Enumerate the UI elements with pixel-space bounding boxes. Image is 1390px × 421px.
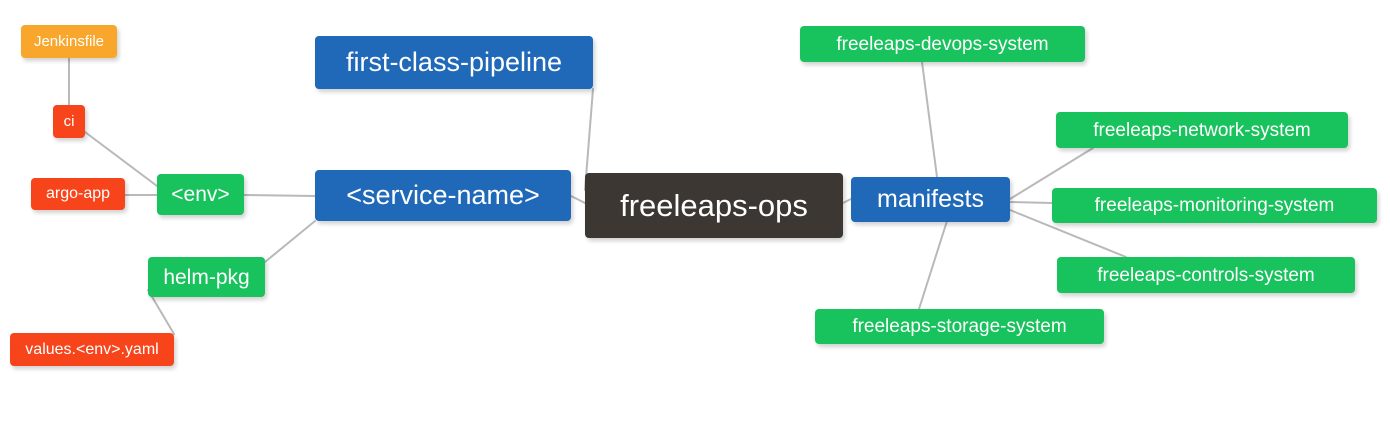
node-label-jenkinsfile: Jenkinsfile [33,33,105,50]
node-service-name[interactable]: <service-name> [315,170,571,221]
node-label-argo-app: argo-app [45,185,111,202]
node-label-helm-pkg: helm-pkg [163,265,250,289]
edge-freeleaps-ops-to-service-name [570,195,586,204]
edge-manifests-to-freeleaps-storage-system [918,220,948,310]
node-label-service-name: <service-name> [346,180,540,210]
node-label-env: <env> [171,183,230,206]
edge-manifests-to-freeleaps-devops-system [921,61,938,178]
edge-freeleaps-ops-to-manifests [842,198,852,204]
node-label-freeleaps-controls-system: freeleaps-controls-system [1097,264,1315,286]
node-freeleaps-controls-system[interactable]: freeleaps-controls-system [1057,257,1355,293]
node-freeleaps-storage-system[interactable]: freeleaps-storage-system [815,309,1104,344]
node-label-first-class-pipeline: first-class-pipeline [345,47,563,77]
node-freeleaps-ops[interactable]: freeleaps-ops [585,173,843,238]
node-freeleaps-monitoring-system[interactable]: freeleaps-monitoring-system [1052,188,1377,223]
node-helm-pkg[interactable]: helm-pkg [148,257,265,297]
node-freeleaps-devops-system[interactable]: freeleaps-devops-system [800,26,1085,62]
node-freeleaps-network-system[interactable]: freeleaps-network-system [1056,112,1348,148]
node-label-freeleaps-network-system: freeleaps-network-system [1093,119,1311,141]
edge-manifests-to-freeleaps-monitoring-system [1009,201,1053,204]
node-label-ci: ci [63,113,75,130]
node-first-class-pipeline[interactable]: first-class-pipeline [315,36,593,89]
node-manifests[interactable]: manifests [851,177,1010,222]
node-label-freeleaps-devops-system: freeleaps-devops-system [836,33,1049,55]
node-label-freeleaps-storage-system: freeleaps-storage-system [852,316,1067,337]
node-label-freeleaps-monitoring-system: freeleaps-monitoring-system [1094,195,1335,216]
node-label-values-env-yaml: values.<env>.yaml [25,340,159,358]
node-env[interactable]: <env> [157,174,244,215]
node-ci[interactable]: ci [53,105,85,138]
node-label-freeleaps-ops: freeleaps-ops [620,188,808,223]
edge-service-name-to-env [243,194,316,197]
node-values-env-yaml[interactable]: values.<env>.yaml [10,333,174,366]
node-jenkinsfile[interactable]: Jenkinsfile [21,25,117,58]
node-label-manifests: manifests [877,185,984,213]
edge-service-name-to-helm-pkg [264,220,316,263]
node-argo-app[interactable]: argo-app [31,178,125,210]
